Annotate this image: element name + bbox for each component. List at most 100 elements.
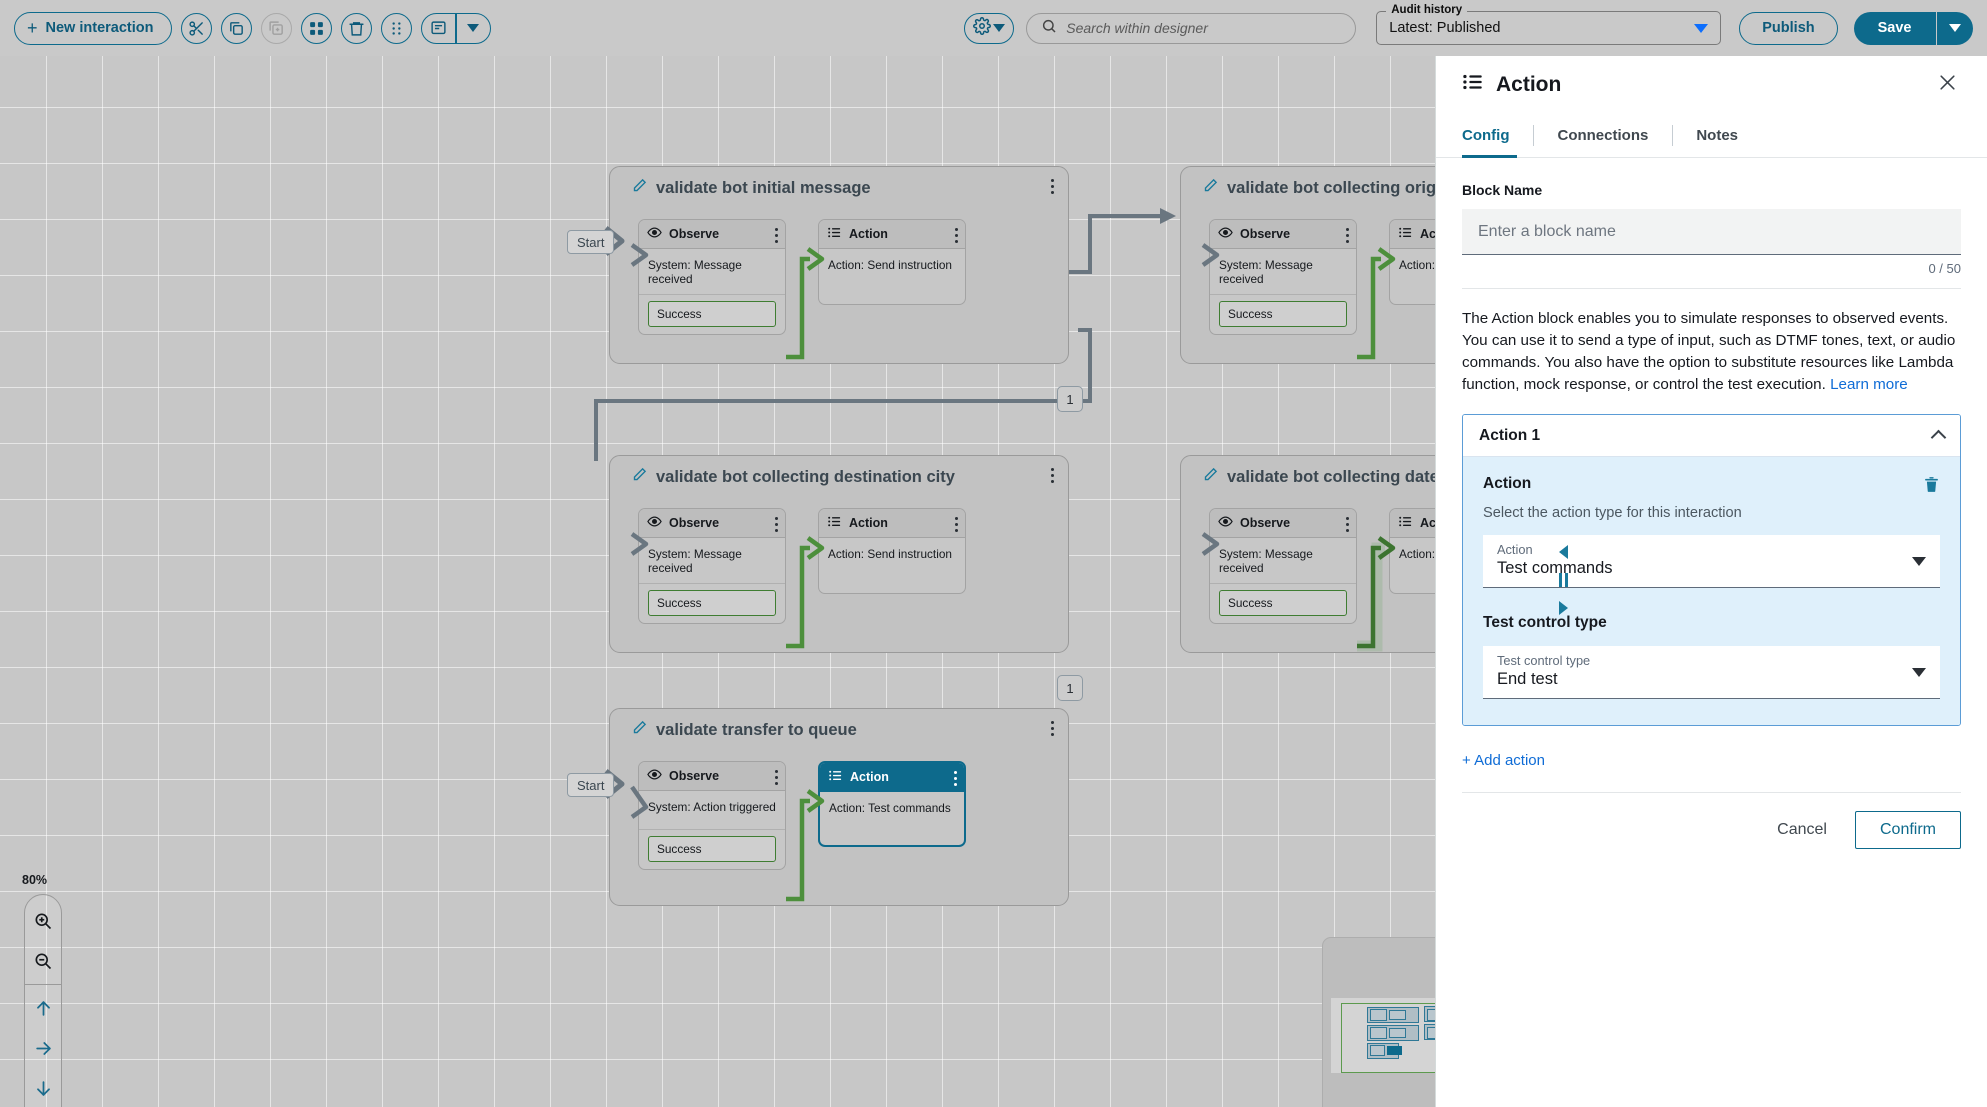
test-control-type-select[interactable]: Test control type End test xyxy=(1483,646,1940,700)
designer-settings-button[interactable] xyxy=(964,12,1015,44)
drag-handle-icon[interactable] xyxy=(1558,573,1568,587)
new-interaction-button[interactable]: + New interaction xyxy=(14,11,173,45)
group-menu-icon[interactable] xyxy=(1051,179,1054,194)
paste-icon[interactable] xyxy=(261,12,293,44)
observe-node[interactable]: Observe System: Message received Success xyxy=(638,219,786,335)
trash-icon[interactable] xyxy=(1923,475,1940,499)
divider xyxy=(1462,288,1961,289)
group-menu-icon[interactable] xyxy=(1051,721,1054,736)
node-menu-icon[interactable] xyxy=(775,228,778,243)
interaction-group[interactable]: validate bot collecting destination city… xyxy=(609,455,1069,653)
panel-body: Block Name 0 / 50 The Action block enabl… xyxy=(1436,182,1987,794)
test-control-type-select-value: End test xyxy=(1497,670,1558,689)
list-icon xyxy=(827,225,842,243)
group-title[interactable]: validate bot collecting destination city xyxy=(632,467,955,487)
split-divider xyxy=(455,13,457,43)
save-options-chevron-down-icon[interactable] xyxy=(1937,12,1973,45)
connection-count-label[interactable]: 1 xyxy=(1057,675,1083,701)
block-name-counter: 0 / 50 xyxy=(1928,261,1961,276)
chevron-left-icon[interactable] xyxy=(1558,545,1568,559)
list-icon xyxy=(1462,71,1484,99)
grid-blocks-icon[interactable] xyxy=(301,12,333,44)
add-action-button[interactable]: + Add action xyxy=(1462,752,1545,770)
success-branch-chip[interactable]: Success xyxy=(648,836,776,862)
learn-more-link[interactable]: Learn more xyxy=(1830,376,1908,394)
pan-down-icon[interactable] xyxy=(24,1068,62,1107)
action-type-select[interactable]: Action Test commands xyxy=(1483,535,1940,589)
eye-icon xyxy=(647,767,662,785)
node-menu-icon[interactable] xyxy=(775,517,778,532)
cancel-button[interactable]: Cancel xyxy=(1765,813,1839,847)
close-icon[interactable] xyxy=(1932,67,1963,103)
action-description-text: The Action block enables you to simulate… xyxy=(1462,310,1956,394)
action-section-note: Select the action type for this interact… xyxy=(1483,505,1742,522)
node-menu-icon[interactable] xyxy=(955,228,958,243)
start-tag: Start xyxy=(567,773,615,797)
chevron-down-icon xyxy=(993,24,1006,32)
node-body-text: System: Message received xyxy=(1219,547,1313,575)
zoom-out-icon[interactable] xyxy=(24,941,62,981)
chevron-down-icon[interactable] xyxy=(457,14,490,43)
audit-history-select[interactable]: Audit history Latest: Published xyxy=(1376,4,1722,45)
group-title[interactable]: validate transfer to queue xyxy=(632,720,857,740)
edit-pencil-icon xyxy=(1203,467,1218,487)
observe-node[interactable]: Observe System: Message received Success xyxy=(1209,508,1357,624)
node-menu-icon[interactable] xyxy=(775,770,778,785)
edit-pencil-icon xyxy=(632,720,647,740)
start-tag: Start xyxy=(567,230,615,254)
success-branch-chip[interactable]: Success xyxy=(648,301,776,327)
pan-right-icon[interactable] xyxy=(24,1028,62,1068)
success-branch-chip[interactable]: Success xyxy=(1219,590,1347,616)
action-type-select-label: Action xyxy=(1497,542,1533,558)
panel-collapse-handle[interactable] xyxy=(1556,545,1570,615)
zoom-controls[interactable] xyxy=(24,894,62,1107)
search-input[interactable]: Search within designer xyxy=(1026,12,1357,44)
connection-count-label[interactable]: 1 xyxy=(1057,386,1083,412)
chevron-right-icon[interactable] xyxy=(1558,601,1568,615)
node-menu-icon[interactable] xyxy=(1346,517,1349,532)
node-type-label: Observe xyxy=(669,769,720,783)
search-placeholder: Search within designer xyxy=(1066,20,1208,36)
observe-node[interactable]: Observe System: Message received Success xyxy=(1209,219,1357,335)
node-menu-icon[interactable] xyxy=(1346,228,1349,243)
group-title[interactable]: validate bot initial message xyxy=(632,178,871,198)
tab-notes[interactable]: Notes xyxy=(1672,114,1762,157)
action-node[interactable]: Action Action: Send instruction xyxy=(818,508,966,594)
node-body-text: Action: Send instruction xyxy=(828,547,952,561)
chevron-up-icon[interactable] xyxy=(1930,429,1947,446)
node-menu-icon[interactable] xyxy=(955,517,958,532)
publish-button[interactable]: Publish xyxy=(1739,11,1838,45)
copy-icon[interactable] xyxy=(221,12,253,44)
pan-up-icon[interactable] xyxy=(24,988,62,1028)
block-name-input[interactable] xyxy=(1462,209,1961,255)
cut-icon[interactable] xyxy=(181,12,213,44)
confirm-button[interactable]: Confirm xyxy=(1854,811,1961,850)
tab-config[interactable]: Config xyxy=(1462,114,1533,158)
interaction-group[interactable]: validate transfer to queue Observe Syste… xyxy=(609,708,1069,906)
edit-pencil-icon xyxy=(632,467,647,487)
node-type-label: Action xyxy=(849,227,888,241)
node-menu-icon[interactable] xyxy=(954,771,957,786)
observe-node[interactable]: Observe System: Message received Success xyxy=(638,508,786,624)
observe-node[interactable]: Observe System: Action triggered Success xyxy=(638,761,786,870)
flow-canvas[interactable]: validate bot initial message Observe Sys… xyxy=(0,56,1553,1107)
success-branch-chip[interactable]: Success xyxy=(648,590,776,616)
node-body-text: System: Message received xyxy=(648,258,742,286)
action-node[interactable]: Action Action: Send instruction xyxy=(818,219,966,305)
save-button[interactable]: Save xyxy=(1877,20,1912,36)
action-1-header[interactable]: Action 1 xyxy=(1463,415,1960,458)
tab-connections[interactable]: Connections xyxy=(1533,114,1672,157)
group-menu-icon[interactable] xyxy=(1051,468,1054,483)
action-node-selected[interactable]: Action Action: Test commands xyxy=(818,761,966,847)
action-section-title: Action xyxy=(1483,475,1532,493)
notes-split-button[interactable] xyxy=(421,12,491,44)
action-config-panel: Action Config Connections Notes Block Na… xyxy=(1435,56,1987,1107)
note-icon[interactable] xyxy=(422,14,455,43)
zoom-in-icon[interactable] xyxy=(24,901,62,941)
success-branch-chip[interactable]: Success xyxy=(1219,301,1347,327)
save-split-button[interactable]: Save xyxy=(1853,11,1973,45)
interaction-group[interactable]: validate bot initial message Observe Sys… xyxy=(609,166,1069,364)
delete-trash-icon[interactable] xyxy=(341,12,373,44)
test-control-type-heading: Test control type xyxy=(1483,614,1607,632)
drag-dots-icon[interactable] xyxy=(381,12,413,44)
